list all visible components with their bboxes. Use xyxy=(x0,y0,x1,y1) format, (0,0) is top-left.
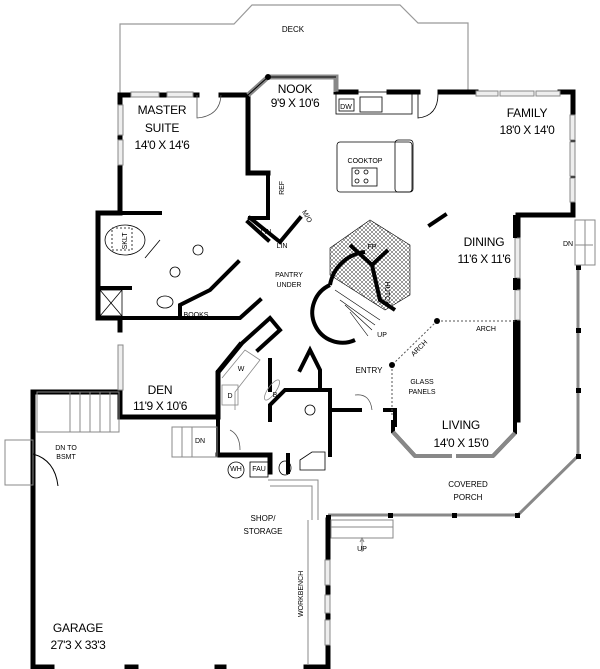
glass-panels-label-1: GLASS xyxy=(410,379,434,386)
nook-bay xyxy=(246,74,339,97)
stair-up-label: UP xyxy=(377,332,387,339)
ref-label: REF xyxy=(279,180,287,195)
den-label: DEN xyxy=(147,383,173,397)
deck-outline xyxy=(119,4,469,95)
utility xyxy=(227,461,269,479)
den-size: 11'9 X 10'6 xyxy=(132,399,188,413)
fau-label: FAU xyxy=(252,466,266,473)
kitchen-counter xyxy=(335,91,439,193)
nook-size: 9'9 X 10'6 xyxy=(270,96,320,110)
den-dn-label: DN xyxy=(194,438,206,445)
dining-label: DINING xyxy=(463,235,505,249)
dining-size: 11'6 X 11'6 xyxy=(457,252,511,266)
books-label: BOOKS xyxy=(183,312,209,319)
water-heater-label: WH xyxy=(230,466,242,473)
family-label: FAMILY xyxy=(506,106,548,120)
dryer-label: D xyxy=(227,393,233,400)
dining-steps xyxy=(574,219,596,266)
pantry-label-1: PANTRY xyxy=(275,272,303,279)
porch-outline xyxy=(328,265,580,517)
living-size: 14'0 X 15'0 xyxy=(433,436,489,450)
porch-steps xyxy=(330,519,394,552)
laundry xyxy=(221,349,281,410)
cooktop-label: COOKTOP xyxy=(347,158,383,165)
pantry-label-2: UNDER xyxy=(276,282,302,289)
master-suite-label-2: SUITE xyxy=(144,121,180,135)
garage-size: 27'3 X 33'3 xyxy=(50,638,106,652)
dining-dn-label: DN xyxy=(562,241,574,248)
shop-lines xyxy=(268,479,319,665)
master-suite-label-1: MASTER xyxy=(137,103,187,117)
interior-walls xyxy=(96,171,448,474)
hutch-label: HUTCH xyxy=(382,281,390,307)
shop-label-1: SHOP/ xyxy=(250,514,276,523)
porch-up-label: UP xyxy=(357,546,367,553)
bench-label: B xyxy=(272,392,278,399)
living-label: LIVING xyxy=(441,418,481,432)
master-bath xyxy=(99,224,204,317)
living-bay-windows xyxy=(391,430,517,458)
deck-label: DECK xyxy=(281,25,305,34)
master-suite-size: 14'0 X 14'6 xyxy=(134,138,190,152)
glass-panels-label-2: PANELS xyxy=(408,389,436,396)
workbench-label: WORKBENCH xyxy=(298,570,306,618)
dn-to-bsmt-label-1: DN TO xyxy=(55,445,77,452)
linen-label-2: LIN xyxy=(276,243,288,250)
arch-label-1: ARCH xyxy=(476,326,496,333)
den-steps xyxy=(171,426,218,458)
washer-label: W xyxy=(237,366,245,373)
linen-label-1: LIN xyxy=(260,229,272,236)
skylight-label: SKLT xyxy=(122,232,130,250)
shop-label-2: STORAGE xyxy=(243,527,283,536)
porch-posts xyxy=(326,265,581,520)
doors xyxy=(196,94,373,451)
arches xyxy=(391,320,515,415)
family-size: 18'0 X 14'0 xyxy=(499,123,555,137)
dishwasher-label: DW xyxy=(340,104,352,111)
dn-to-bsmt-label-2: BSMT xyxy=(56,454,76,461)
windows xyxy=(117,90,576,646)
covered-porch-label-1: COVERED xyxy=(448,480,488,489)
fireplace-label: FP xyxy=(367,244,377,251)
stair-fireplace xyxy=(310,219,411,345)
garage-stairs xyxy=(4,391,120,487)
garage-label: GARAGE xyxy=(52,621,104,635)
entry-label: ENTRY xyxy=(355,366,383,375)
covered-porch-label-2: PORCH xyxy=(453,493,483,502)
half-bath xyxy=(278,404,326,476)
nook-label: NOOK xyxy=(277,82,313,96)
